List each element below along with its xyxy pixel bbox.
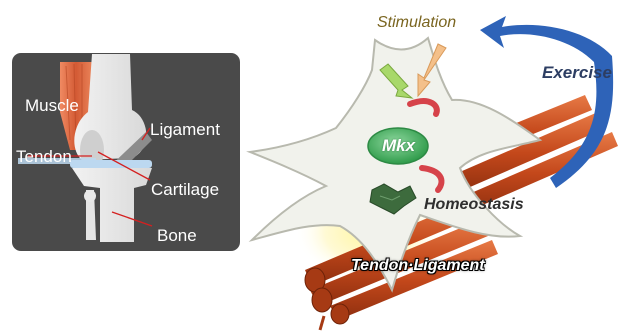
exercise-label: Exercise bbox=[542, 64, 612, 81]
tendon-ligament-label: Tendon·Ligament bbox=[351, 258, 485, 274]
mkx-label: Mkx bbox=[382, 137, 415, 154]
bone-label: Bone bbox=[157, 227, 197, 244]
homeostasis-label: Homeostasis bbox=[424, 197, 524, 213]
ligament-label: Ligament bbox=[150, 121, 220, 138]
cartilage-label: Cartilage bbox=[151, 181, 219, 198]
stimulation-label: Stimulation bbox=[377, 15, 456, 31]
tendon-label: Tendon bbox=[16, 148, 72, 165]
muscle-label: Muscle bbox=[25, 97, 79, 114]
